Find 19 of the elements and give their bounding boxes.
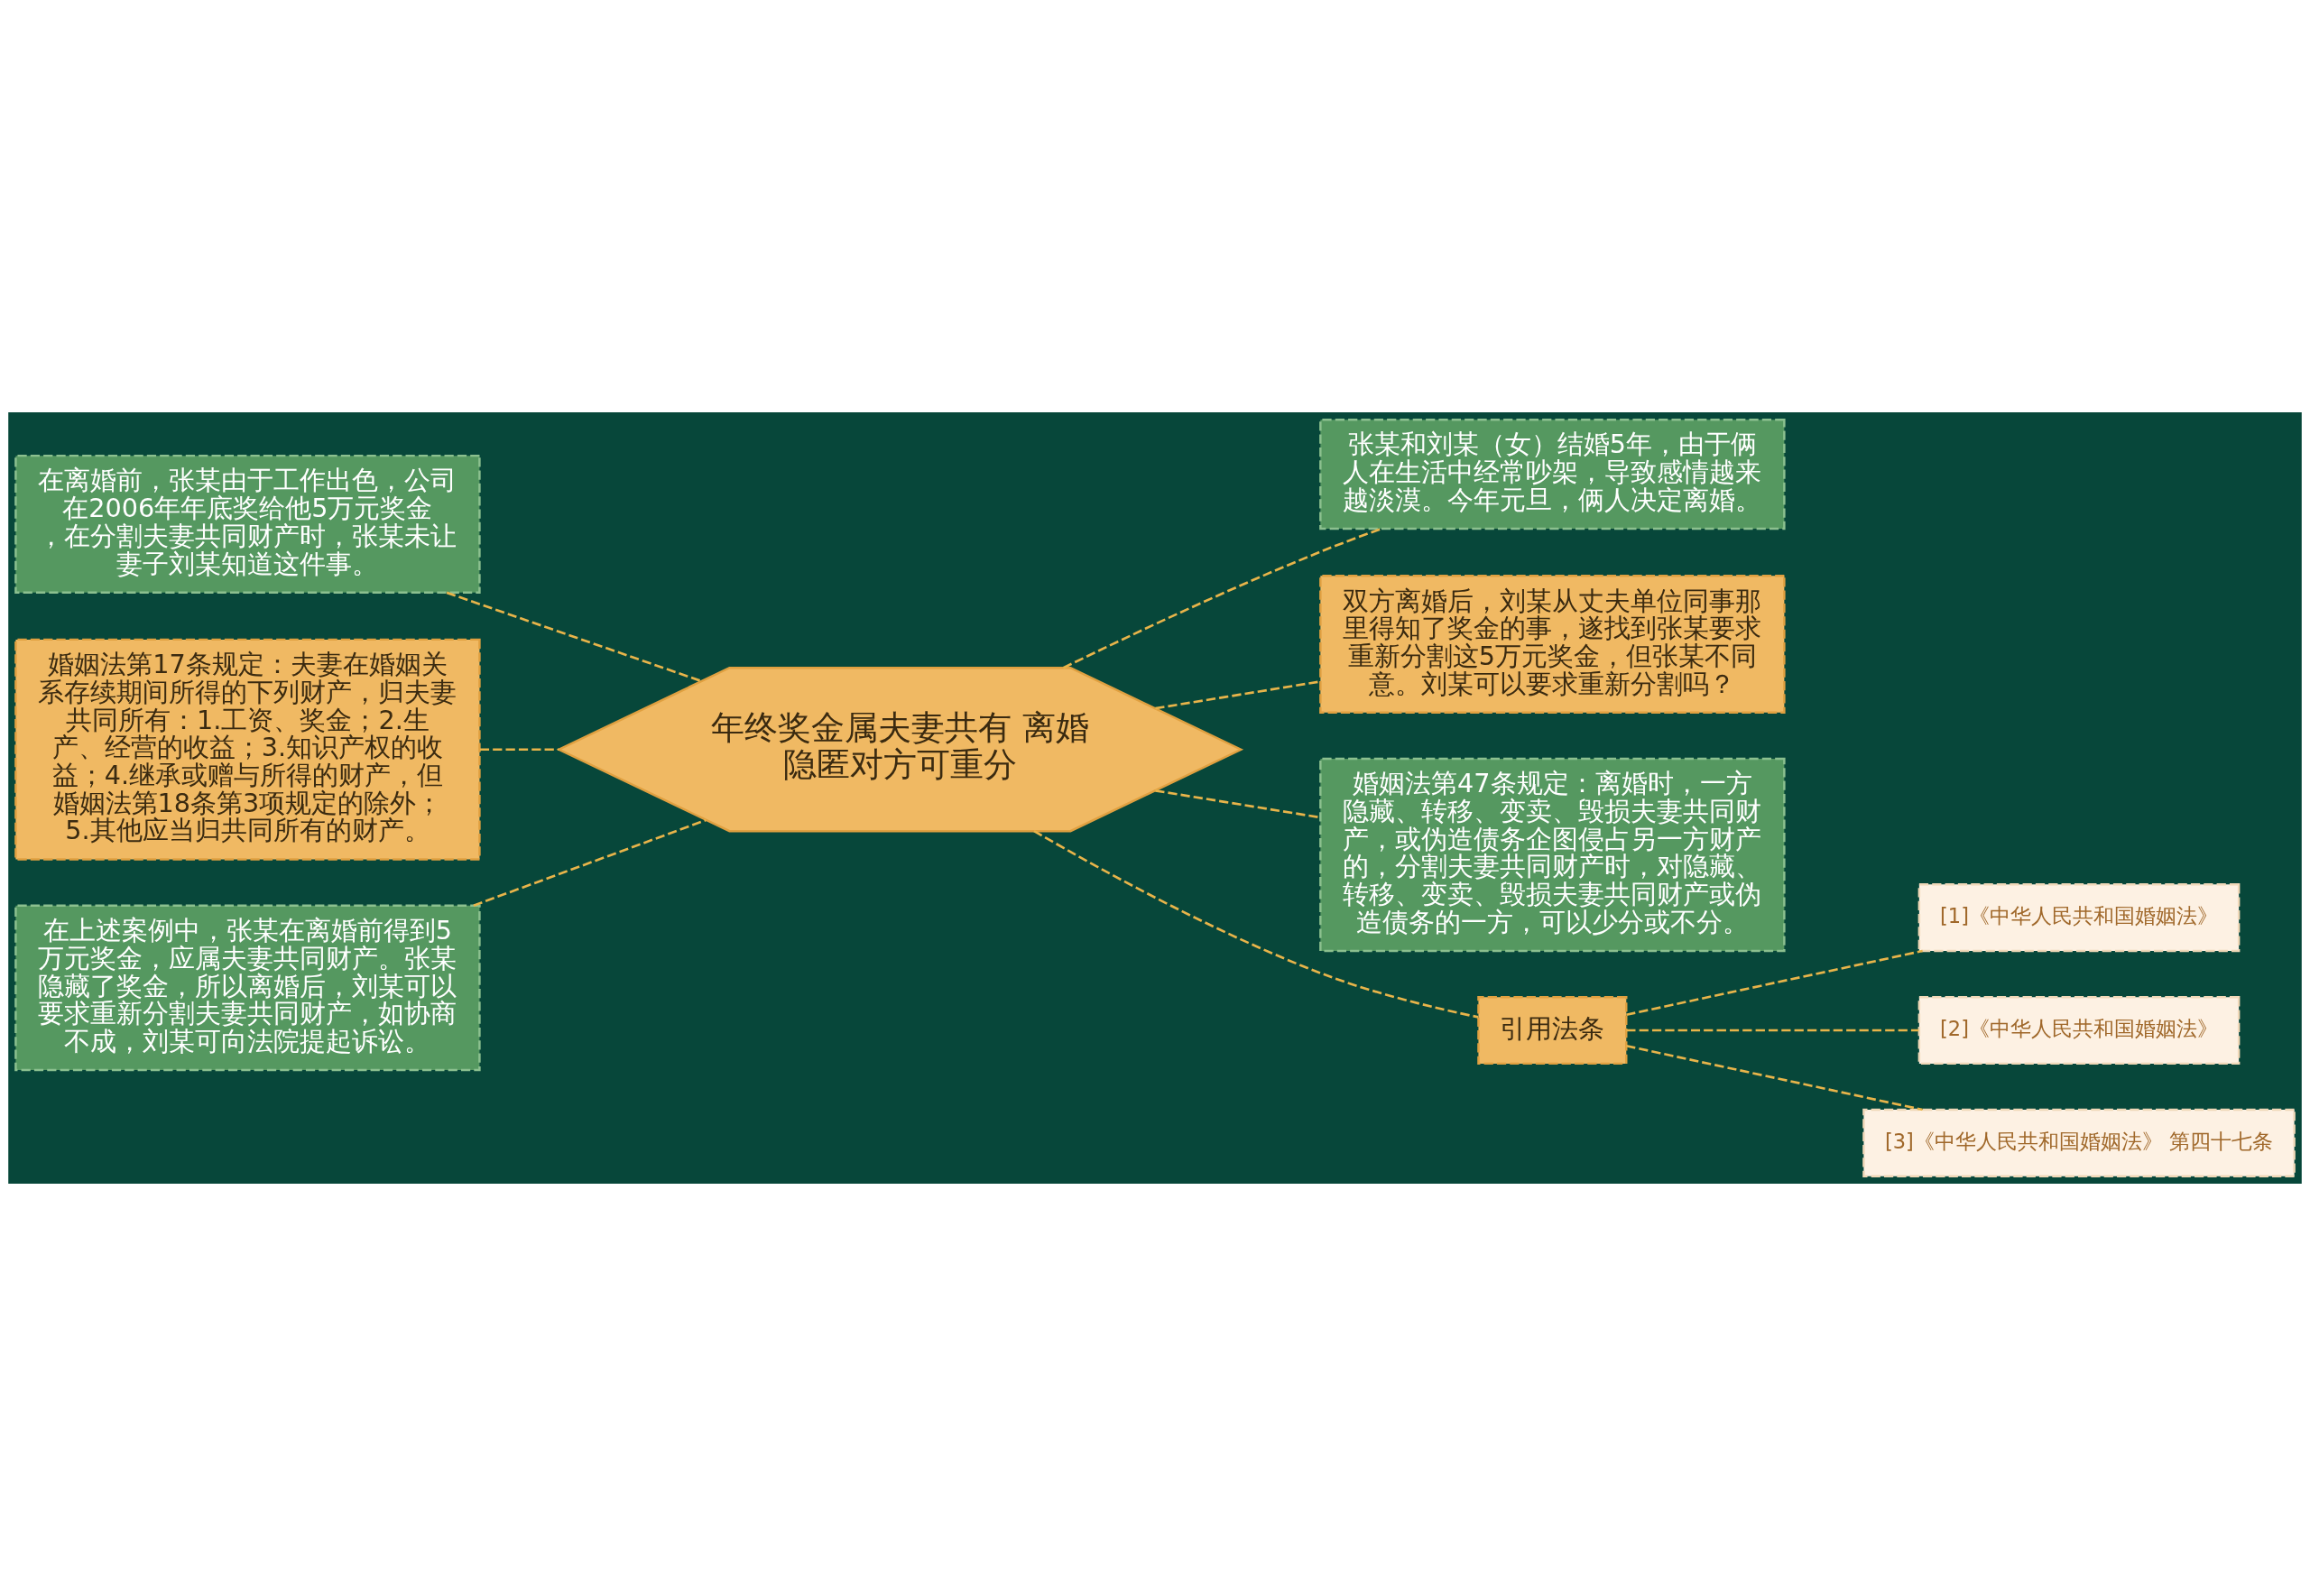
connector xyxy=(473,818,707,907)
node-box: 在上述案例中，张某在离婚前得到5万元奖金，应属夫妻共同财产。张某隐藏了奖金，所以离婚后，刘某可以要求重新分割夫妻共同财产，如协商不成，刘某可向法院提起诉讼。 xyxy=(14,904,481,1072)
node-box: 引用法条 xyxy=(1477,995,1628,1066)
connector xyxy=(1062,527,1382,669)
connector xyxy=(446,591,702,683)
node-box: [1]《中华人民共和国婚姻法》 xyxy=(1917,883,2241,953)
node-box: 婚姻法第17条规定：夫妻在婚姻关系存续期间所得的下列财产，归夫妻共同所有：1.工资、奖金；2.生产、经营的收益；3.知识产权的收益；4.继承或赠与所得的财产，但婚姻法第18条第3项规定的除外；5.其他应当归共同所有的财产。 xyxy=(14,638,481,861)
connector xyxy=(1033,829,1479,1019)
node-box: 张某和刘某（女）结婚5年，由于俩人在生活中经常吵架，导致感情越来越淡漠。今年元旦，俩人决定离婚。 xyxy=(1319,418,1786,530)
node-box: 双方离婚后，刘某从丈夫单位同事那里得知了奖金的事，遂找到张某要求重新分割这5万元奖金，但张某不同意。刘某可以要求重新分割吗？ xyxy=(1319,575,1786,714)
connector xyxy=(479,748,559,752)
connector xyxy=(1155,789,1321,819)
node-box: 在离婚前，张某由于工作出色，公司在2006年年底奖给他5万元奖金，在分割夫妻共同财产时，张某未让妻子刘某知道这件事。 xyxy=(14,454,481,594)
node-box: [2]《中华人民共和国婚姻法》 xyxy=(1917,995,2241,1066)
connector xyxy=(1626,949,1923,1017)
connector xyxy=(1626,1044,1923,1112)
node-box: 婚姻法第47条规定：离婚时，一方隐藏、转移、变卖、毁损夫妻共同财产，或伪造债务企图侵占另一方财产的，分割夫妻共同财产时，对隐藏、转移、变卖、毁损夫妻共同财产或伪造债务的一方，可以少分或不分。 xyxy=(1319,757,1786,953)
node-box: [3]《中华人民共和国婚姻法》 第四十七条 xyxy=(1862,1108,2296,1178)
connector xyxy=(1626,1029,1919,1032)
